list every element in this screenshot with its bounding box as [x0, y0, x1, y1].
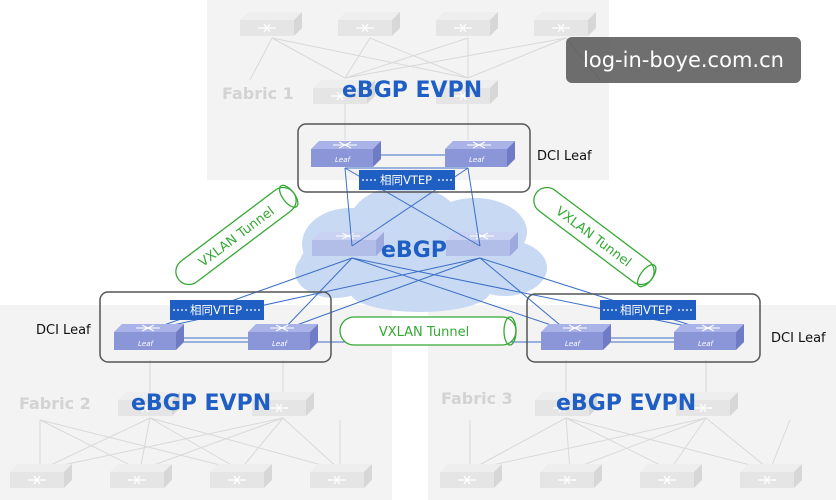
vxlan-tunnel-label: VXLAN Tunnel — [196, 204, 277, 270]
fabric-3-links — [469, 360, 791, 471]
vxlan-tunnel-bottom: VXLAN Tunnel — [339, 316, 517, 346]
vtep-label: 相同VTEP — [620, 303, 672, 317]
vxlan-tunnel-right: VXLAN Tunnel — [533, 186, 657, 288]
leaf-switch: Leaf — [310, 140, 382, 168]
leaf-label: Leaf — [138, 340, 154, 348]
fabric-2-links — [39, 360, 341, 471]
leaf-label: Leaf — [272, 340, 288, 348]
leaf-switch: Leaf — [540, 323, 612, 351]
leaf-label: Leaf — [565, 340, 581, 348]
fabric-3-label: Fabric 3 — [441, 389, 513, 408]
leaf-switch: Leaf — [444, 140, 516, 168]
fabric-2-label: Fabric 2 — [19, 394, 91, 413]
dci-leaf-label-top: DCI Leaf — [537, 149, 592, 164]
dci-group-top: Leaf Leaf 相同VTEP — [297, 123, 531, 193]
vtep-badge: 相同VTEP — [359, 170, 455, 190]
vtep-badge: 相同VTEP — [170, 300, 264, 320]
dci-leaf-label-right: DCI Leaf — [771, 331, 826, 346]
vtep-label: 相同VTEP — [190, 303, 242, 317]
fabric-1-links — [249, 37, 601, 140]
vxlan-tunnel-label: VXLAN Tunnel — [379, 325, 469, 340]
fabric-3-protocol-label: eBGP EVPN — [556, 391, 696, 416]
fabric-1-protocol-label: eBGP EVPN — [342, 78, 482, 103]
leaf-switch: Leaf — [113, 323, 185, 351]
fabric-1-label: Fabric 1 — [222, 84, 294, 103]
dci-leaf-label-left: DCI Leaf — [36, 323, 91, 338]
fabric-2-protocol-label: eBGP EVPN — [131, 391, 271, 416]
leaf-label: Leaf — [698, 340, 714, 348]
core-protocol-label: eBGP — [381, 238, 447, 263]
leaf-switch: Leaf — [673, 323, 745, 351]
vxlan-tunnel-left: VXLAN Tunnel — [175, 184, 299, 286]
leaf-switch: Leaf — [247, 323, 319, 351]
vtep-badge: 相同VTEP — [600, 300, 696, 320]
watermark: log-in-boye.com.cn — [566, 37, 801, 83]
vtep-label: 相同VTEP — [380, 173, 432, 187]
vxlan-tunnel-label: VXLAN Tunnel — [552, 204, 633, 270]
leaf-label: Leaf — [469, 156, 485, 164]
dci-group-left: 相同VTEP Leaf Leaf — [99, 291, 332, 363]
leaf-label: Leaf — [335, 156, 351, 164]
dci-group-right: 相同VTEP Leaf Leaf — [526, 293, 761, 363]
